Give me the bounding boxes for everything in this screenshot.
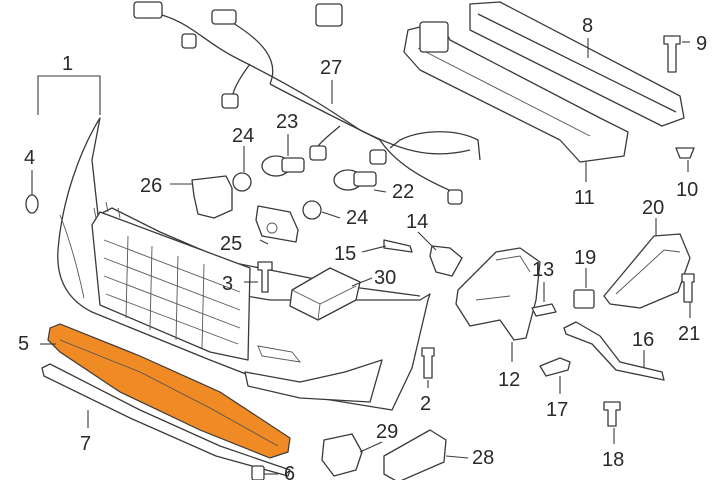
callout-3: 3 [222,273,233,295]
callout-21: 21 [678,323,700,345]
callout-20: 20 [642,197,664,219]
clip-14 [429,245,463,277]
callout-4: 4 [24,147,35,169]
sensor-ring-24b [302,200,322,220]
connector-icon [315,3,343,27]
callout-26: 26 [140,175,162,197]
connector-icon [211,9,237,25]
connector-icon [221,93,239,109]
callout-24b: 24 [346,207,368,229]
callout-10: 10 [676,179,698,201]
connector-icon [133,1,163,19]
callout-13: 13 [532,259,554,281]
bracket-20 [603,233,691,309]
callout-2: 2 [420,393,431,415]
callout-25: 25 [220,233,242,255]
bolt-3 [257,261,273,293]
bolt-9 [663,35,681,73]
bolt-21 [681,273,695,303]
bolt-13 [531,303,557,317]
clip-17 [539,357,571,377]
park-sensor-22 [333,169,377,191]
screw-18 [603,401,621,427]
callout-28: 28 [472,447,494,469]
callout-23: 23 [276,111,298,133]
callout-19: 19 [574,247,596,269]
lower-trim-strip [41,363,291,477]
callout-7: 7 [80,433,91,455]
callout-18: 18 [602,449,624,471]
callout-30: 30 [374,267,396,289]
clip-19 [573,289,595,309]
callout-29: 29 [376,421,398,443]
strip-16 [563,321,665,381]
bolt-2 [421,347,435,379]
bumper-cover [57,117,431,411]
callout-5: 5 [18,333,29,355]
callout-17: 17 [546,399,568,421]
sensor-ring-24a [232,172,252,192]
camera-28 [383,429,447,480]
lower-spoiler-highlighted [47,323,291,459]
connector-icon [181,33,197,49]
connector-icon [309,145,327,161]
clip-10 [675,147,695,159]
callout-9: 9 [696,33,707,55]
connector-icon [369,149,387,165]
callout-14: 14 [406,211,428,233]
bolt-15 [383,239,413,253]
clip-6 [251,465,265,480]
callout-16: 16 [632,329,654,351]
callout-numbers: 1 4 5 7 6 8 9 10 11 27 23 24 26 22 24 25… [18,15,707,480]
callout-11: 11 [574,187,595,209]
callout-24a: 24 [232,125,254,147]
callout-22: 22 [392,181,414,203]
washer-4 [25,194,39,214]
leader-lines [31,38,691,475]
park-sensor-23 [261,155,305,177]
connector-icon [447,189,463,205]
sensor-29 [321,433,363,477]
wiring-harness [133,1,481,205]
energy-absorber [403,21,629,163]
mount-bracket-12 [455,247,541,341]
callout-6: 6 [284,463,295,480]
callout-15: 15 [334,243,356,265]
callout-1: 1 [62,53,73,75]
impact-bar [469,1,685,127]
callout-8: 8 [582,15,593,37]
sensor-bracket-26 [191,175,233,219]
control-module-30 [289,267,361,321]
callout-27: 27 [320,57,342,79]
sensor-housing-25 [255,205,299,243]
callout-12: 12 [498,369,520,391]
